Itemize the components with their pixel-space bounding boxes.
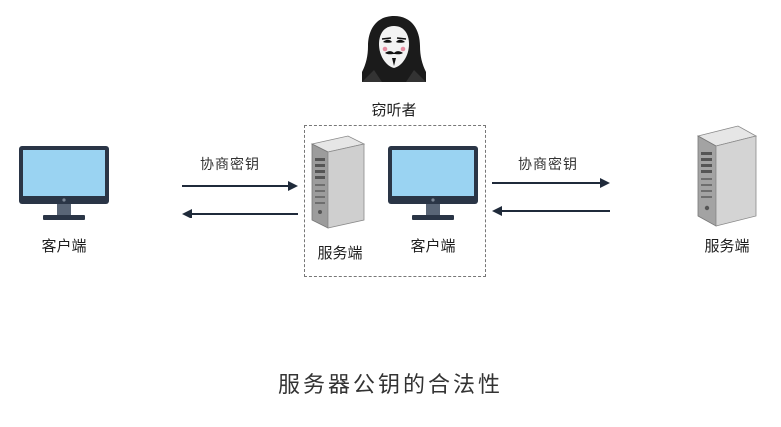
- left-arrow-label: 协商密钥: [200, 157, 260, 173]
- middle-server-label: 服务端: [317, 244, 363, 262]
- right-arrows: [490, 174, 612, 218]
- monitor-icon-middle: [386, 144, 480, 224]
- hacker-icon: [358, 12, 430, 84]
- left-client-label: 客户端: [41, 237, 87, 255]
- eavesdropper-box: [304, 125, 486, 277]
- arrow-left-icon: [492, 206, 610, 216]
- server-tower-icon-right: [694, 124, 760, 228]
- arrow-right-icon: [182, 181, 298, 191]
- middle-client-label: 客户端: [410, 237, 456, 255]
- monitor-icon: [17, 144, 111, 224]
- right-server-label: 服务端: [704, 237, 750, 255]
- diagram-title: 服务器公钥的合法性: [277, 373, 503, 398]
- left-arrows: [180, 178, 300, 218]
- eavesdropper-label: 窃听者: [371, 101, 417, 119]
- server-tower-icon: [308, 134, 368, 230]
- arrow-left-icon: [182, 209, 298, 218]
- arrow-right-icon: [492, 178, 610, 188]
- right-arrow-label: 协商密钥: [518, 157, 578, 173]
